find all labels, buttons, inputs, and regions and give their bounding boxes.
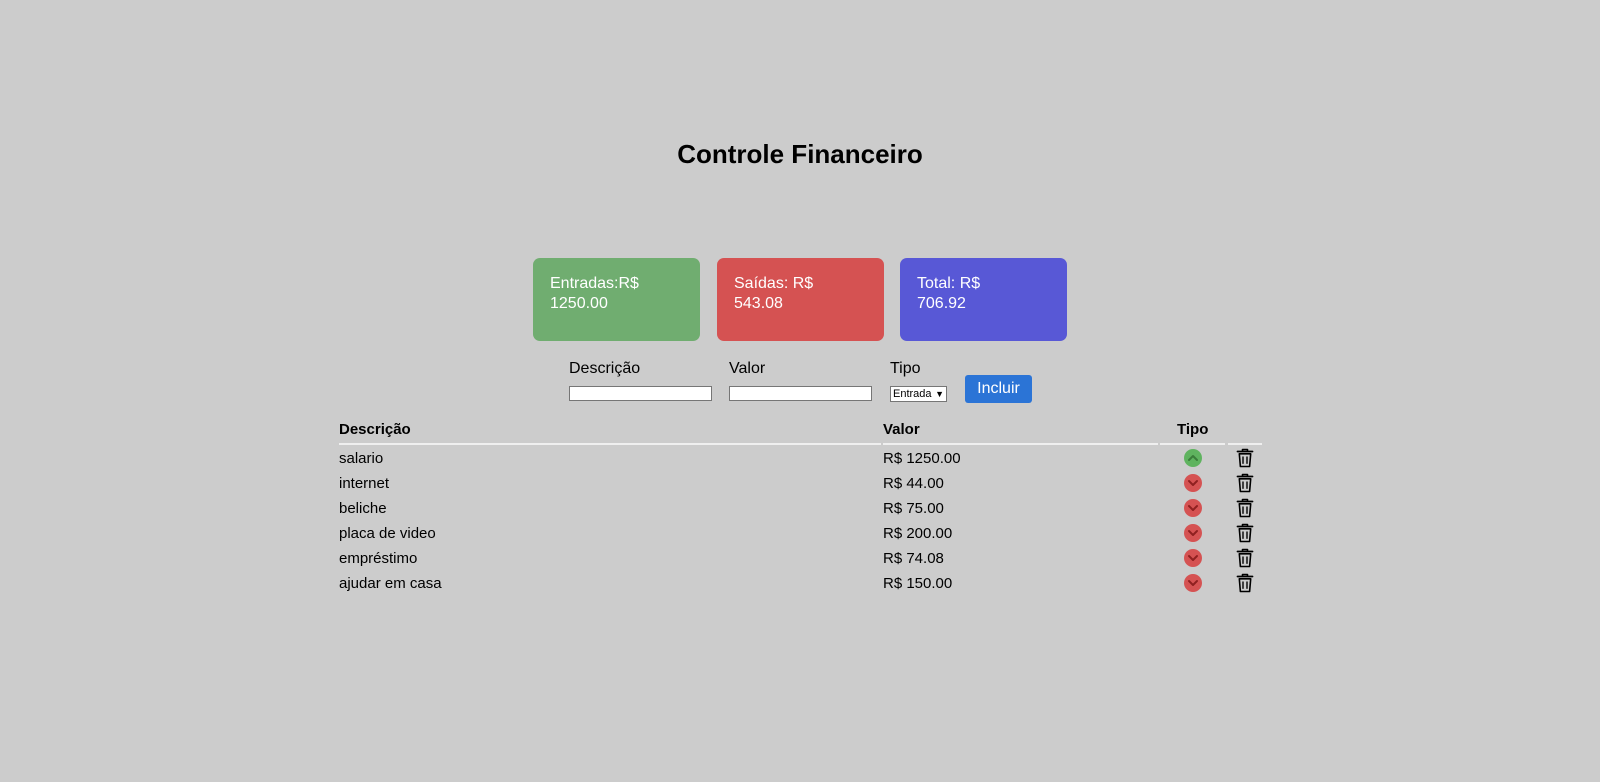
trash-icon[interactable] (1236, 498, 1254, 518)
chevron-down-circle-icon (1184, 474, 1202, 492)
header-divider (1160, 443, 1225, 445)
expenses-card: Saídas: R$ 543.08 (717, 258, 884, 341)
type-select-value: Entrada (893, 388, 932, 400)
income-value: 1250.00 (550, 295, 608, 312)
row-value: R$ 44.00 (883, 475, 944, 492)
row-value: R$ 200.00 (883, 525, 953, 542)
chevron-up-circle-icon (1184, 449, 1202, 467)
table-row: beliche R$ 75.00 (0, 497, 1600, 522)
type-select[interactable]: Entrada ▼ (890, 386, 947, 402)
row-description: internet (339, 475, 390, 492)
include-button[interactable]: Incluir (965, 375, 1032, 403)
row-value: R$ 150.00 (883, 575, 953, 592)
description-input[interactable] (569, 386, 712, 401)
trash-icon[interactable] (1236, 473, 1254, 493)
row-description: beliche (339, 500, 387, 517)
table-row: empréstimo R$ 74.08 (0, 547, 1600, 572)
header-divider (339, 443, 881, 445)
table-row: ajudar em casa R$ 150.00 (0, 572, 1600, 597)
row-value: R$ 74.08 (883, 550, 944, 567)
row-value: R$ 1250.00 (883, 450, 961, 467)
trash-icon[interactable] (1236, 448, 1254, 468)
total-value: 706.92 (917, 295, 966, 312)
value-label: Valor (729, 360, 766, 377)
expenses-value: 543.08 (734, 295, 783, 312)
chevron-down-circle-icon (1184, 499, 1202, 517)
chevron-down-icon: ▼ (935, 389, 944, 399)
income-label: Entradas:R$ (550, 275, 639, 292)
table-row: placa de video R$ 200.00 (0, 522, 1600, 547)
trash-icon[interactable] (1236, 573, 1254, 593)
income-card: Entradas:R$ 1250.00 (533, 258, 700, 341)
column-header-value: Valor (883, 421, 920, 438)
value-input[interactable] (729, 386, 872, 401)
chevron-down-circle-icon (1184, 524, 1202, 542)
total-label: Total: R$ (917, 275, 981, 292)
header-divider (883, 443, 1158, 445)
chevron-down-circle-icon (1184, 574, 1202, 592)
page-title: Controle Financeiro (677, 139, 923, 169)
row-description: placa de video (339, 525, 436, 542)
header-divider (1228, 443, 1262, 445)
trash-icon[interactable] (1236, 548, 1254, 568)
table-row: salario R$ 1250.00 (0, 447, 1600, 472)
column-header-description: Descrição (339, 421, 411, 438)
description-label: Descrição (569, 360, 641, 377)
row-description: empréstimo (339, 550, 418, 567)
total-card: Total: R$ 706.92 (900, 258, 1067, 341)
trash-icon[interactable] (1236, 523, 1254, 543)
row-description: salario (339, 450, 384, 467)
column-header-type: Tipo (1177, 421, 1209, 438)
chevron-down-circle-icon (1184, 549, 1202, 567)
type-label: Tipo (890, 360, 921, 377)
row-value: R$ 75.00 (883, 500, 944, 517)
expenses-label: Saídas: R$ (734, 275, 814, 292)
row-description: ajudar em casa (339, 575, 442, 592)
table-row: internet R$ 44.00 (0, 472, 1600, 497)
